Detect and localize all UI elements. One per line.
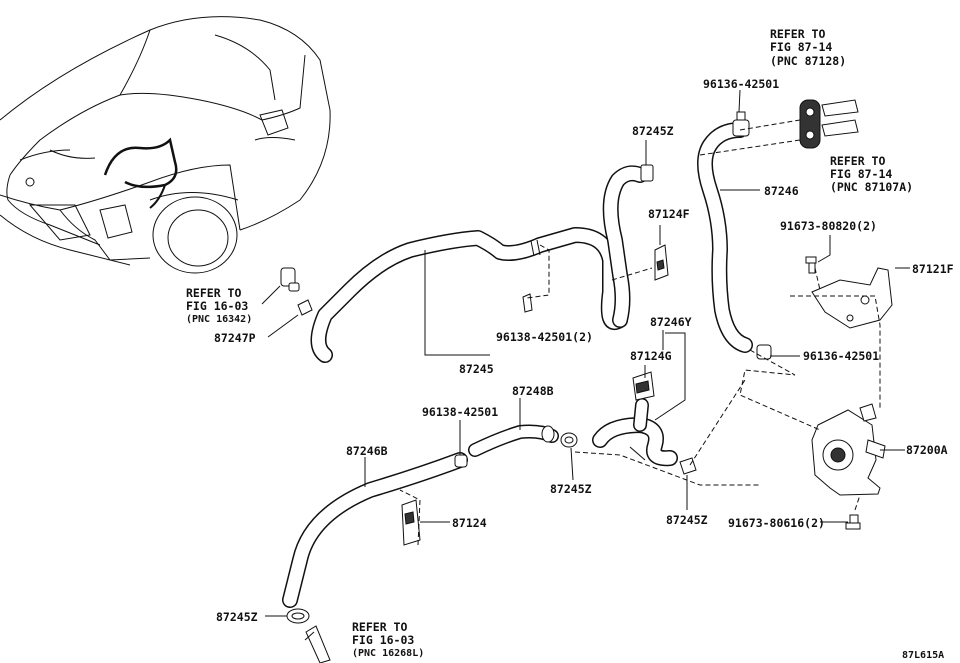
water-pump-87200a[interactable] [811, 403, 886, 496]
refer-87107a-line1: REFER TO [830, 154, 885, 168]
label-96138-mid: 96138-42501 [422, 405, 498, 419]
fitting-16342 [280, 267, 300, 292]
hose-87245[interactable] [310, 165, 648, 363]
refer-87107a-line2: FIG 87-14 [830, 167, 892, 181]
bracket-87124g[interactable] [632, 371, 655, 401]
connector-87247p[interactable] [297, 299, 313, 316]
refer-16268l-line2: FIG 16-03 [352, 633, 414, 647]
refer-87128-line1: REFER TO [770, 27, 825, 41]
hose-87248b[interactable] [468, 424, 559, 457]
refer-16342-line1: REFER TO [186, 286, 241, 300]
bracket-87121f[interactable] [811, 267, 893, 329]
clamp-96136-mid[interactable] [756, 344, 772, 360]
part-labels: REFER TO FIG 87-14 (PNC 87128) 96136-425… [186, 27, 954, 661]
refer-16268l-line3: (PNC 16268L) [352, 648, 424, 659]
label-87121f: 87121F [912, 262, 954, 276]
leader-lines [261, 89, 910, 641]
dashed-guides [399, 119, 881, 546]
bracket-87124f[interactable] [654, 244, 669, 281]
label-91673-80616: 91673-80616(2) [728, 516, 825, 530]
refer-16268l-line1: REFER TO [352, 620, 407, 634]
refer-16342-line2: FIG 16-03 [186, 299, 248, 313]
clamp-87245z-mid-right[interactable] [679, 457, 697, 475]
refer-87128-line2: FIG 87-14 [770, 40, 832, 54]
hose-87246[interactable] [697, 122, 753, 353]
label-87124f: 87124F [648, 207, 690, 221]
hose-87246b[interactable] [282, 452, 468, 608]
clamp-87245z-mid-left[interactable] [560, 432, 578, 448]
bracket-87124[interactable] [401, 499, 421, 546]
label-87246: 87246 [764, 184, 799, 198]
label-96136-mid: 96136-42501 [803, 349, 879, 363]
clamp-87245z-top[interactable] [640, 164, 654, 182]
pipes-87107a [821, 99, 859, 137]
label-87248b: 87248B [512, 384, 554, 398]
label-87124: 87124 [452, 516, 487, 530]
label-87246y: 87246Y [650, 315, 692, 329]
label-87245: 87245 [459, 362, 494, 376]
figure-code: 87L615A [902, 650, 944, 661]
refer-16342-line3: (PNC 16342) [186, 314, 252, 325]
label-96138-top: 96138-42501(2) [496, 330, 593, 344]
clamp-96136-top[interactable] [732, 111, 750, 137]
hose-87246y[interactable] [592, 398, 678, 467]
bolt-91673-80820[interactable] [805, 256, 817, 274]
clip-96138-mid[interactable] [454, 454, 468, 468]
label-87247p: 87247P [214, 331, 256, 345]
bolt-91673-80616[interactable] [845, 514, 861, 530]
label-87124g: 87124G [630, 349, 672, 363]
label-87200a: 87200A [906, 443, 948, 457]
grommet-87128[interactable] [799, 99, 821, 149]
vehicle-illustration [0, 16, 331, 274]
pipe-16268l [305, 625, 331, 663]
label-87246b: 87246B [346, 444, 388, 458]
refer-87107a-line3: (PNC 87107A) [830, 180, 913, 194]
label-87245z-mid-right: 87245Z [666, 513, 708, 527]
refer-87128-line3: (PNC 87128) [770, 54, 846, 68]
label-96136-top: 96136-42501 [703, 77, 779, 91]
label-87245z-top: 87245Z [632, 124, 674, 138]
label-91673-80820: 91673-80820(2) [780, 219, 877, 233]
label-87245z-mid-left: 87245Z [550, 482, 592, 496]
clip-96138-top[interactable] [522, 293, 533, 313]
label-87245z-bottom: 87245Z [216, 610, 258, 624]
clamp-87245z-bottom[interactable] [286, 608, 310, 624]
